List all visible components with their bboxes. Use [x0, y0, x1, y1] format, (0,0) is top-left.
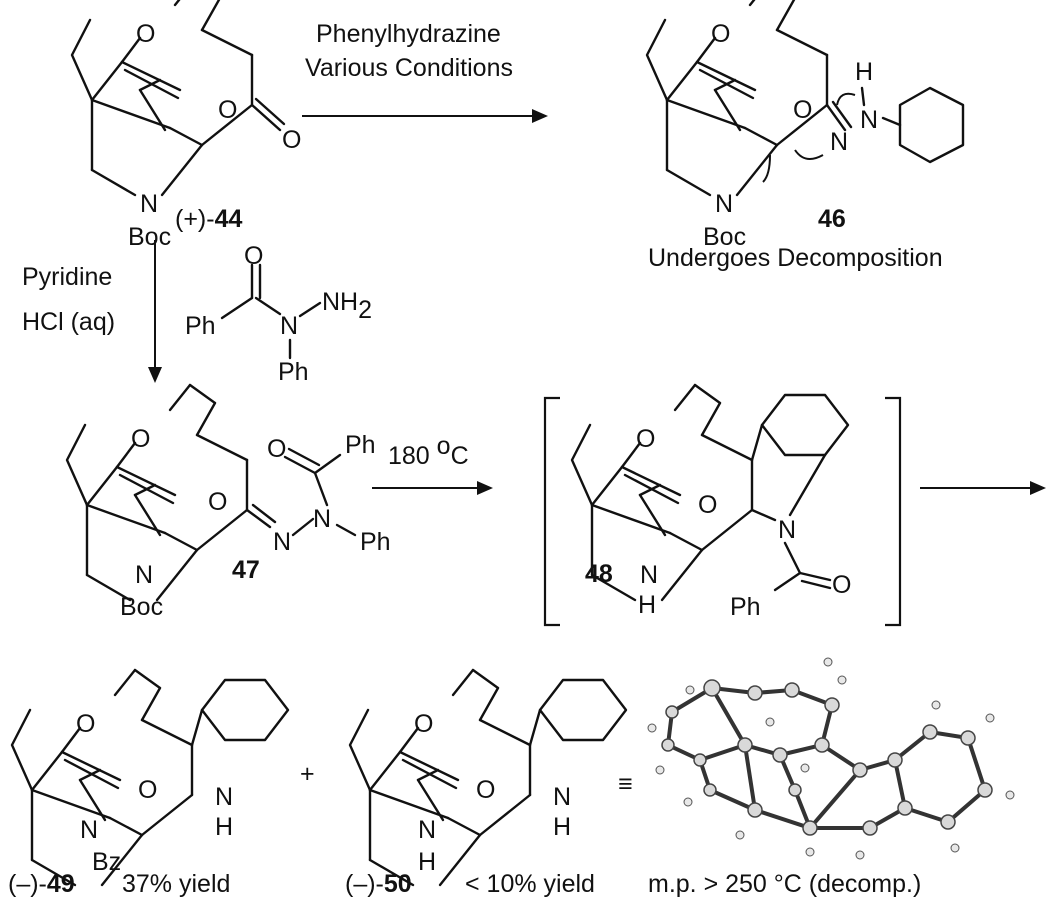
compound-46-label: 46	[818, 205, 846, 233]
atom-o: O	[138, 776, 157, 804]
compound-50: O O N H N H	[348, 668, 628, 887]
boc-group: Boc	[703, 223, 746, 251]
boc-group: Boc	[128, 223, 171, 251]
atom-o: O	[414, 710, 433, 738]
reagent-benzoylphenylhydrazine: Ph O N NH2 Ph	[185, 242, 372, 386]
phenyl-group: Ph	[730, 593, 761, 621]
atom-h: H	[215, 813, 233, 841]
arrow-head	[148, 367, 162, 383]
bz-group: Bz	[92, 848, 121, 876]
compound-47: O O N Boc N N O Ph Ph	[65, 383, 391, 621]
atom-o: O	[208, 488, 227, 516]
atom-n: N	[715, 190, 733, 218]
phenyl-group: Ph	[345, 431, 376, 459]
reaction-temperature: 180 oC	[388, 432, 469, 470]
compound-48: O O N H N O Ph	[570, 383, 851, 621]
atom-o: O	[711, 20, 730, 48]
reagent-phenylhydrazine: Phenylhydrazine	[316, 20, 501, 48]
phenyl-group: Ph	[360, 528, 391, 556]
atom-n: N	[313, 505, 331, 533]
compound-44-label: (+)-44	[175, 205, 242, 233]
atom-o: O	[136, 20, 155, 48]
compound-50-yield: < 10% yield	[465, 870, 595, 898]
atom-h: H	[855, 58, 873, 86]
arrow-head	[477, 481, 493, 495]
atom-n: N	[273, 528, 291, 556]
equivalence-sign: ≡	[618, 770, 633, 798]
atom-o: O	[832, 571, 851, 599]
bracket-right	[885, 396, 902, 627]
atom-n: N	[830, 128, 848, 156]
bracket-left	[543, 396, 560, 627]
crystal-structure-image	[647, 657, 1015, 860]
atom-o: O	[218, 96, 237, 124]
atom-o: O	[76, 710, 95, 738]
reagent-conditions: Various Conditions	[305, 54, 513, 82]
atom-n: N	[215, 783, 233, 811]
atom-o: O	[698, 491, 717, 519]
atom-o: O	[131, 425, 150, 453]
atom-o: O	[476, 776, 495, 804]
atom-o: O	[244, 242, 263, 270]
atom-o: O	[793, 96, 812, 124]
phenyl-group: Ph	[278, 358, 309, 386]
reagent-pyridine: Pyridine	[22, 263, 112, 291]
atom-n: N	[778, 516, 796, 544]
compound-48-label: 48	[585, 560, 613, 588]
compound-49-label: (–)-49	[8, 870, 75, 898]
atom-n: N	[280, 312, 298, 340]
atom-o: O	[636, 425, 655, 453]
atom-o: O	[282, 126, 301, 154]
curly-arrow	[836, 92, 856, 106]
atom-h: H	[418, 848, 436, 876]
phenyl-group: Ph	[185, 312, 216, 340]
decomposition-note: Undergoes Decomposition	[648, 244, 943, 272]
atom-h: H	[638, 591, 656, 619]
plus-sign: +	[300, 760, 315, 788]
atom-h: H	[553, 813, 571, 841]
boc-group: Boc	[120, 593, 163, 621]
atom-n: N	[80, 816, 98, 844]
arrow-head	[532, 109, 548, 123]
compound-49: O O N Bz N H	[10, 668, 290, 887]
atom-o: O	[267, 435, 286, 463]
atom-n: N	[860, 106, 878, 134]
atom-n: N	[418, 816, 436, 844]
compound-46: O O N Boc N N H	[645, 0, 965, 251]
atom-n: N	[640, 561, 658, 589]
arrow-head	[1030, 481, 1046, 495]
compound-47-label: 47	[232, 556, 260, 584]
amino-group: NH2	[322, 288, 372, 324]
atom-n: N	[553, 783, 571, 811]
atom-n: N	[135, 561, 153, 589]
crystal-caption: m.p. > 250 °C (decomp.)	[648, 870, 921, 898]
atom-n: N	[140, 190, 158, 218]
compound-44: O O N Boc O	[70, 0, 301, 251]
compound-49-yield: 37% yield	[122, 870, 230, 898]
reagent-hcl: HCl (aq)	[22, 308, 115, 336]
compound-50-label: (–)-50	[345, 870, 412, 898]
